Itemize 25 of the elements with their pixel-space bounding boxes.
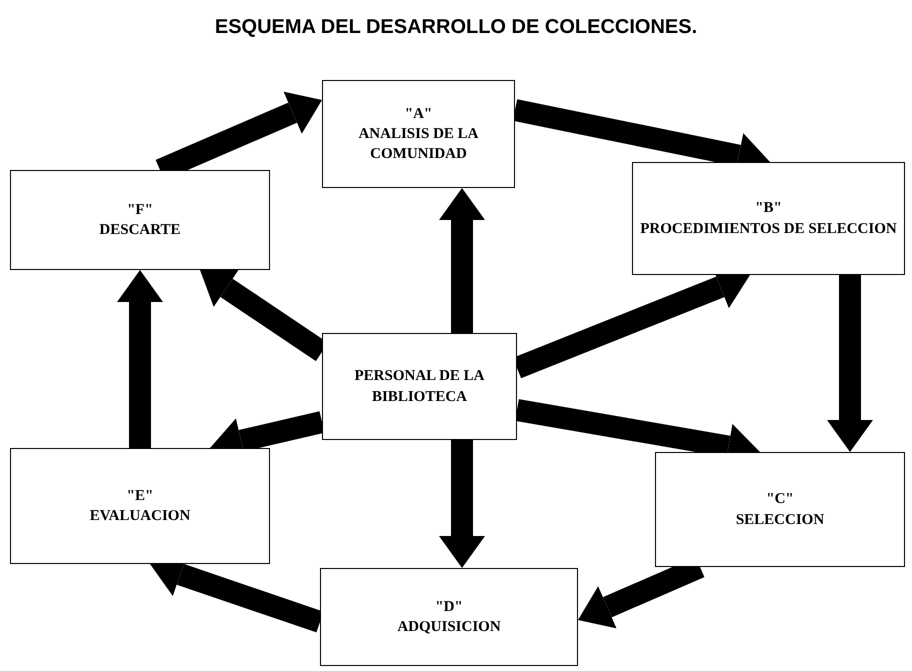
box-label: PERSONAL DE LA BIBLIOTECA xyxy=(353,367,486,406)
arrow xyxy=(439,188,485,333)
box-heading: "B" xyxy=(755,199,782,218)
box-label: ANALISIS DE LA COMUNIDAD xyxy=(357,124,480,164)
process-box xyxy=(10,170,270,270)
diagram-title: ESQUEMA DEL DESARROLLO DE COLECCIONES. xyxy=(214,16,698,39)
process-box xyxy=(320,568,578,666)
box-label: EVALUACION xyxy=(90,507,190,526)
box-label: ADQUISICION xyxy=(397,618,501,637)
process-box xyxy=(632,162,905,275)
arrow xyxy=(827,275,873,452)
box-label: PROCEDIMIENTOS DE SELECCION xyxy=(640,220,897,238)
box-heading: "A" xyxy=(404,104,432,124)
box-label: DESCARTE xyxy=(99,221,181,240)
box-heading: "E" xyxy=(126,486,154,506)
box-heading: "D" xyxy=(435,598,463,617)
box-label: SELECCION xyxy=(736,510,824,530)
arrow xyxy=(439,440,485,568)
process-box xyxy=(655,452,905,567)
arrow xyxy=(117,270,163,448)
process-box xyxy=(10,448,270,564)
box-heading: "F" xyxy=(127,200,153,220)
box-heading: "C" xyxy=(766,490,794,510)
process-box xyxy=(322,80,515,188)
process-box xyxy=(322,333,517,440)
